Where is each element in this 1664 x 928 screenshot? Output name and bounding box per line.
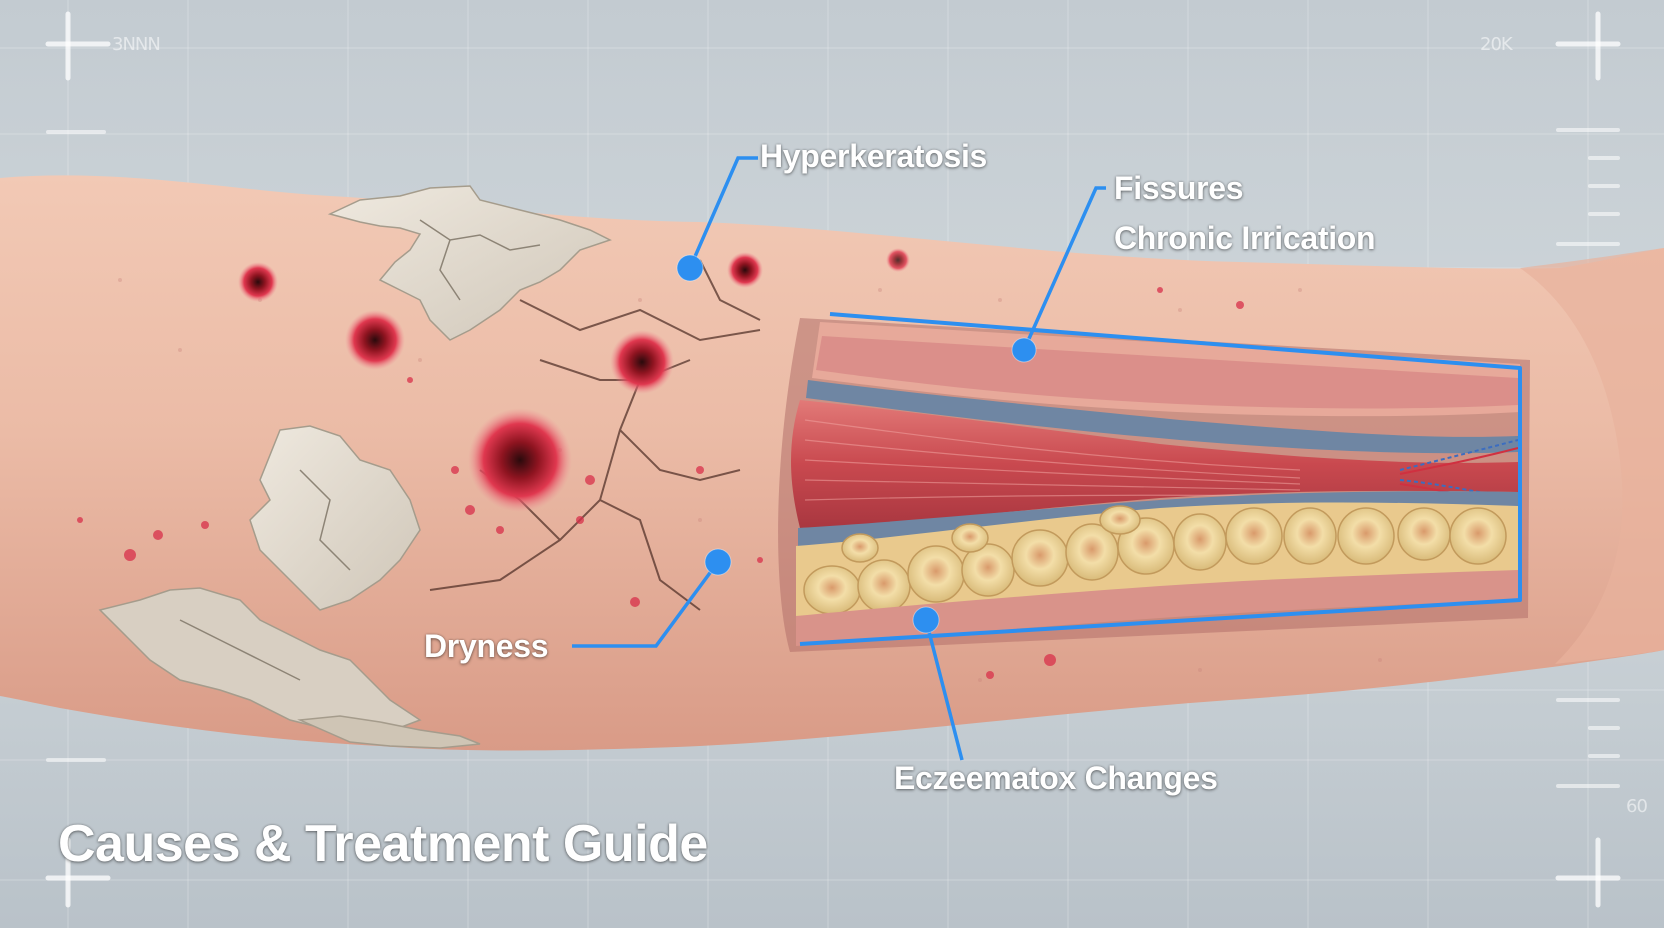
skin-flakes bbox=[98, 185, 612, 749]
callout-dot-eczematous bbox=[912, 606, 940, 634]
callout-dot-fissures bbox=[1011, 337, 1037, 363]
callout-label-chronic-irritation: Chronic Irrication bbox=[1114, 220, 1376, 256]
red-spots bbox=[77, 287, 1244, 679]
callout-label-fissures: Fissures bbox=[1114, 170, 1244, 206]
callout-line-eczematous bbox=[924, 619, 964, 761]
callout-label-hyperkeratosis: Hyperkeratosis bbox=[760, 138, 988, 174]
corner-mark-top-left: 3NNN bbox=[112, 34, 161, 55]
callout-line-fissures bbox=[1022, 186, 1106, 351]
crosshair-marks bbox=[45, 11, 1621, 908]
flake-cracks bbox=[179, 219, 541, 681]
fat-cells bbox=[803, 505, 1507, 615]
callout-dot-dryness bbox=[704, 548, 732, 576]
cross-section-outline bbox=[799, 312, 1522, 646]
corner-mark-bottom-right: 60 bbox=[1626, 796, 1648, 817]
callout-label-eczematous-changes: Eczeematox Changes bbox=[894, 760, 1218, 796]
corner-mark-top-right: 20K bbox=[1480, 34, 1513, 55]
red-lesions bbox=[238, 248, 910, 512]
wrist bbox=[1520, 248, 1664, 664]
callout-label-dryness: Dryness bbox=[424, 628, 549, 664]
page-title: Causes & Treatment Guide bbox=[58, 815, 708, 873]
callout-dots bbox=[676, 254, 1037, 634]
tissue-cross-section bbox=[778, 312, 1530, 652]
blood-vessel-upper bbox=[806, 380, 1518, 454]
callout-line-dryness bbox=[572, 560, 720, 648]
callout-dot-hyperkeratosis bbox=[676, 254, 704, 282]
callout-lines bbox=[572, 156, 1106, 761]
callout-line-hyperkeratosis bbox=[688, 156, 758, 269]
